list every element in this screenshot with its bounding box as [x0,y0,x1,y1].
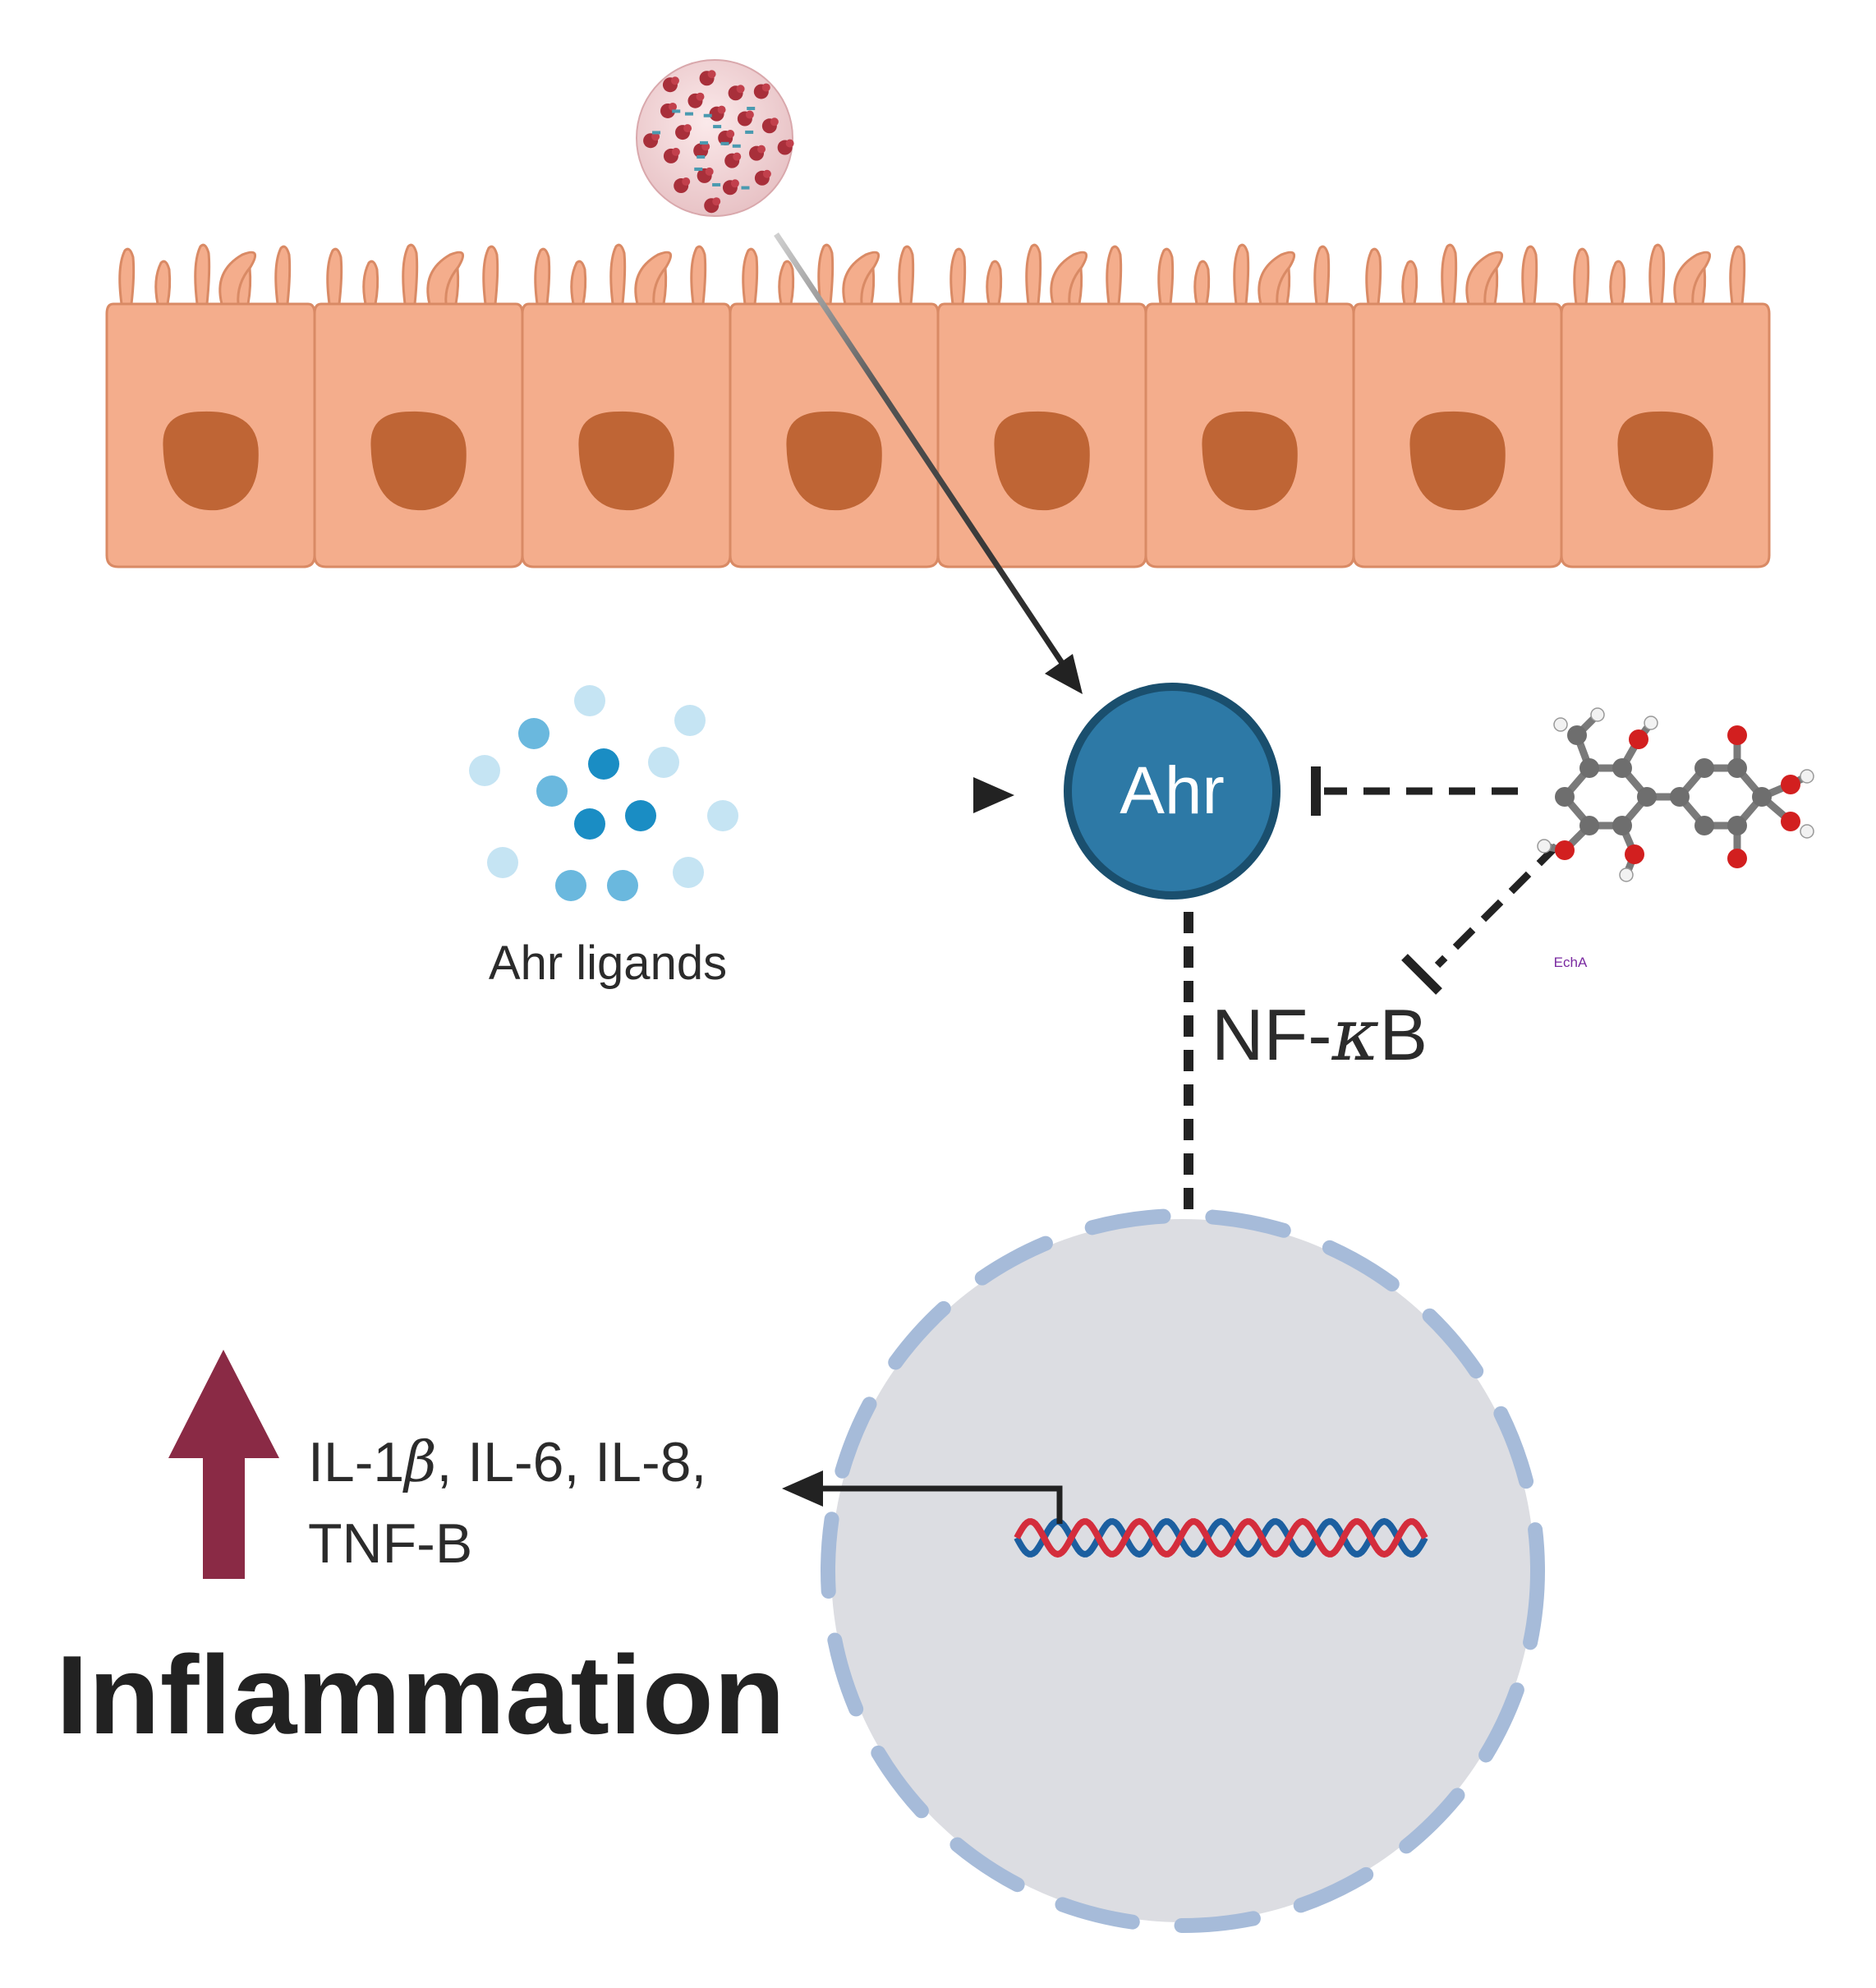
ligand-dot [487,847,518,878]
molecule-atom [1629,729,1648,749]
epithelial-cell [313,243,524,568]
cytokines-line-2: TNF-B [308,1512,472,1575]
molecule-atom [1537,839,1552,854]
molecule-atom [1727,816,1747,835]
ligand-dot [673,857,704,888]
ahr-ligands-label: Ahr ligands [489,936,727,990]
molecule-atom [1727,849,1747,868]
epithelial-cell [105,243,316,568]
molecule-atom [1625,844,1644,864]
cell-nucleus [1617,411,1713,511]
cell-nucleus [994,411,1090,511]
molecule-atom [1670,787,1690,807]
molecule-inhibits-nfkb [1401,843,1560,995]
epithelial-cell [1352,243,1563,568]
molecule-atom [1800,769,1814,784]
ligand-dot [574,808,605,840]
ligand-dot [674,705,706,736]
molecule-atom [1781,812,1800,831]
molecule-atom [1612,816,1632,835]
molecule-atom [1579,816,1599,835]
molecule-tag-label: EchA [1554,955,1588,970]
nfkb-label: NF-κB [1212,992,1428,1077]
molecule-atom [1694,758,1714,778]
molecule-atom [1727,758,1747,778]
molecule-atom [1590,707,1605,722]
dna-double-helix-icon [1014,1517,1428,1558]
molecule-inhibits-ahr [1311,766,1518,816]
molecule-atom [1553,717,1568,732]
ligand-dot [588,748,619,780]
molecule-atom [1555,787,1575,807]
epithelial-cell [521,243,732,568]
epithelial-cell [729,243,940,568]
ligand-dot [707,800,738,831]
nucleus [821,1208,1545,1933]
molecule-atom [1694,816,1714,835]
inflammation-label: Inflammation [56,1632,785,1757]
epithelial-cell-layer [105,243,1771,568]
molecule-atom [1727,725,1747,745]
molecule-atom [1800,824,1814,839]
ligand-cluster-icon [469,685,738,901]
dna-strand-blue [1014,1517,1428,1558]
cell-nucleus [163,411,259,511]
cell-nucleus [1409,411,1506,511]
ligand-dot [625,800,656,831]
dna-to-cytokines-arrow [782,1470,1063,1524]
ligand-dot [469,755,500,786]
molecule-atom [1637,787,1657,807]
molecule-atom [1579,758,1599,778]
ligand-dot [536,775,568,807]
ligand-dot [555,870,586,901]
ahr-node: Ahr [1064,683,1281,900]
epithelial-cell [1560,243,1771,568]
epithelial-cell [1144,243,1355,568]
ligand-dot [648,747,679,778]
ligand-dot [607,870,638,901]
molecule-atom [1555,840,1575,860]
cell-nucleus [578,411,674,511]
molecule-atom [1567,725,1587,745]
molecule-atom [1644,716,1658,730]
virus-icon [636,59,794,217]
epithelial-cell [936,243,1147,568]
molecule-ball-stick-icon [1537,707,1814,882]
cell-nucleus [370,411,467,511]
molecule-atom [1619,867,1634,882]
ligand-dot [574,685,605,716]
cell-nucleus [1202,411,1298,511]
up-arrow-icon [168,1350,279,1579]
dna-strand-red [1014,1517,1428,1558]
cell-nucleus [786,411,882,511]
ligands-to-ahr-arrow [780,777,1014,813]
ligand-dot [518,718,549,749]
cytokines-line-1: IL-1β, IL-6, IL-8, [308,1430,706,1495]
molecule-atom [1752,787,1772,807]
ahr-label: Ahr [1120,753,1225,828]
molecule-atom [1612,758,1632,778]
virus-to-ahr-arrow [774,232,1083,694]
molecule-atom [1781,775,1800,794]
